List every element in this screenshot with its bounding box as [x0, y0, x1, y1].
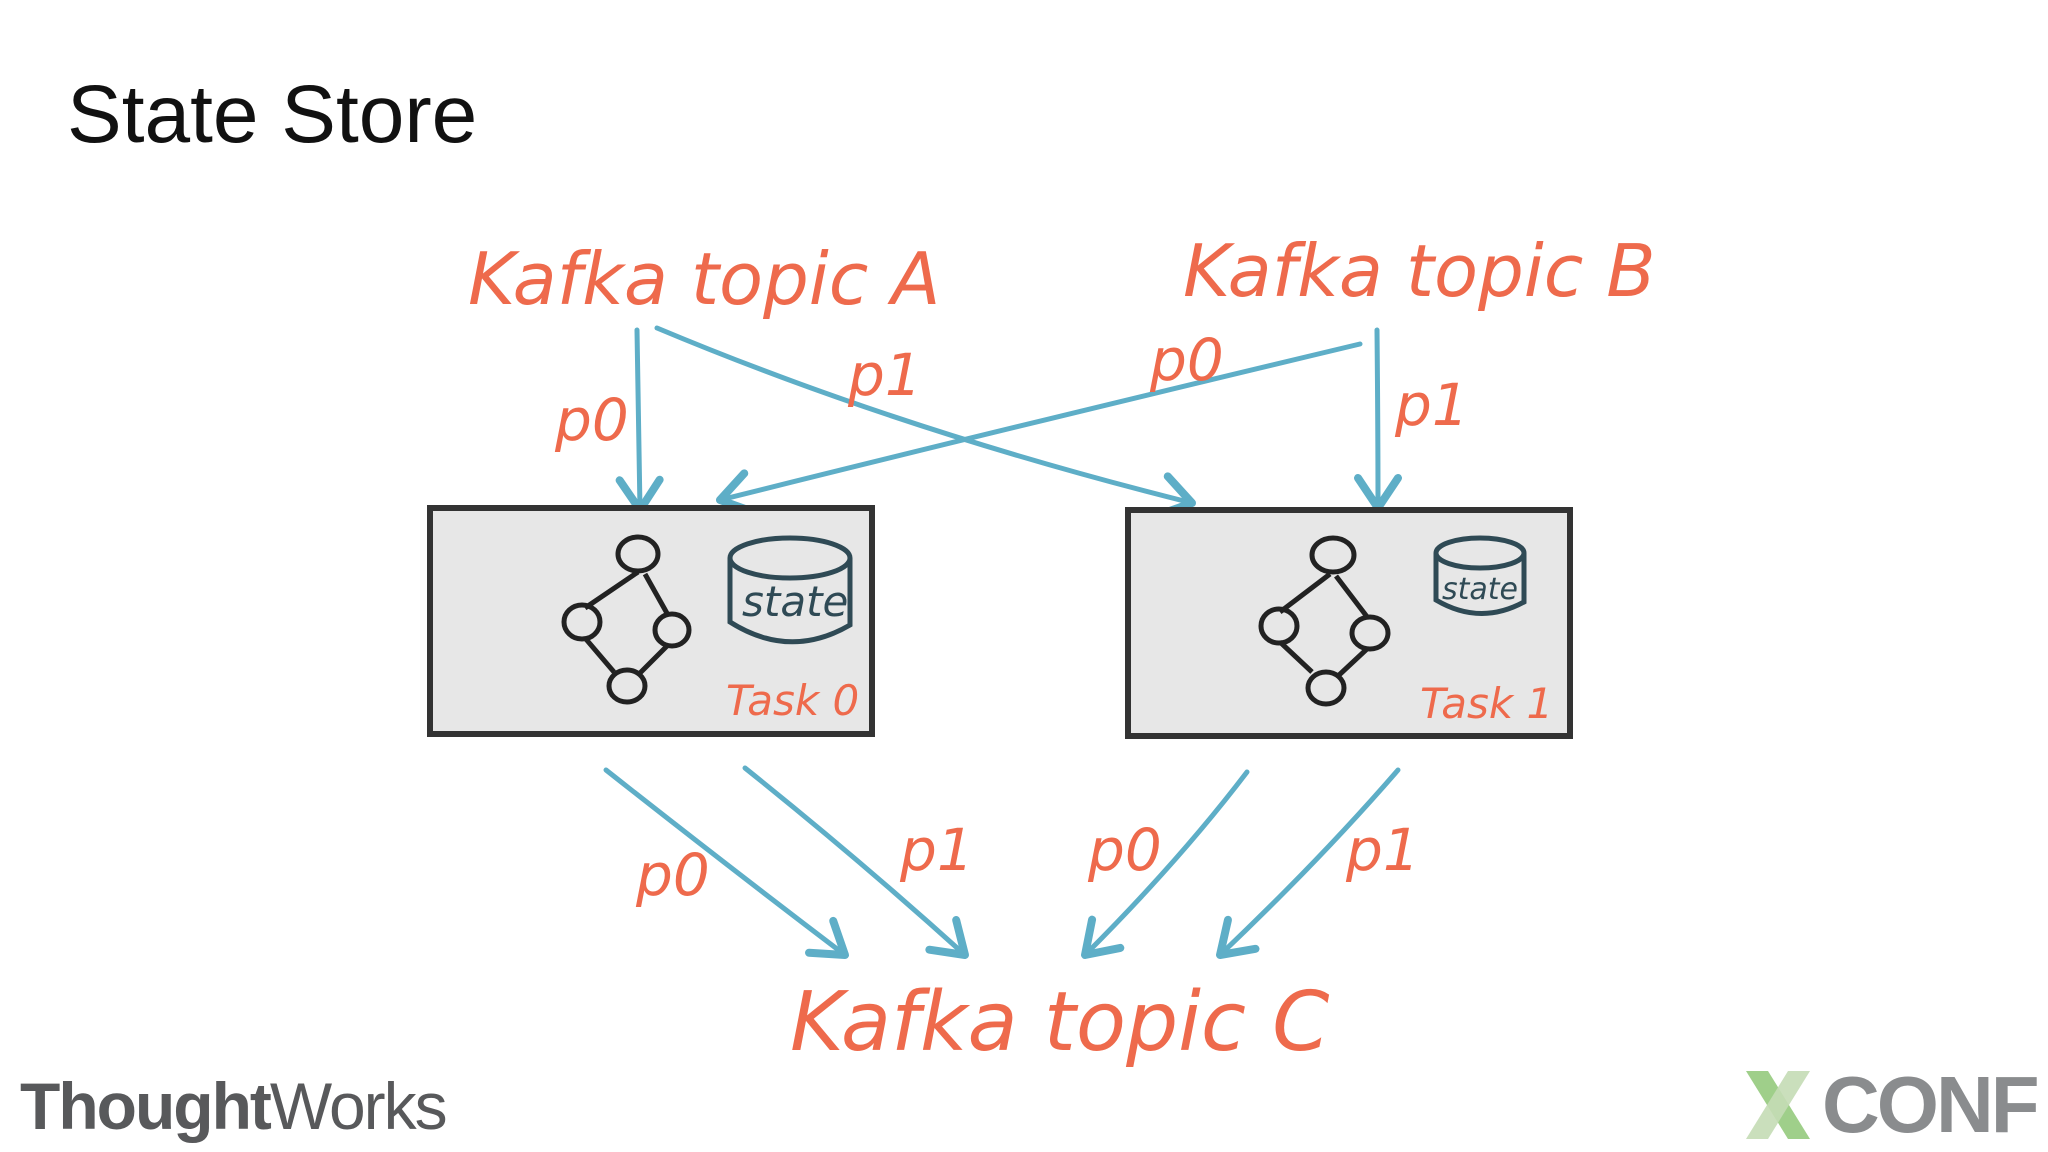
arrow-a-p0: [615, 327, 664, 514]
xconf-logo: CONF: [1738, 1060, 2040, 1149]
edge-label-t1-p1: p1: [1345, 816, 1420, 884]
logo-text-bold: Thought: [20, 1069, 272, 1143]
state-store-icon: [727, 535, 853, 645]
edge-label-b-p0: p0: [1149, 326, 1224, 394]
arrow-t1-p0: [1081, 769, 1250, 959]
state-store-label: state: [1442, 572, 1518, 607]
arrow-b-p0: [716, 341, 1363, 517]
edge-label-a-p0: p0: [554, 386, 629, 454]
task-box-1: state Task 1: [1125, 507, 1573, 739]
edge-label-b-p1: p1: [1394, 371, 1469, 439]
arrow-t1-p1: [1216, 767, 1401, 959]
topic-a-label: Kafka topic A: [468, 237, 941, 321]
edge-label-a-p1: p1: [847, 341, 922, 409]
edge-label-t0-p0: p0: [635, 841, 710, 909]
logo-text-light: Works: [269, 1069, 448, 1143]
arrow-b-p1: [1353, 327, 1402, 512]
task-label: Task 0: [726, 676, 859, 725]
edge-label-t1-p0: p0: [1087, 816, 1162, 884]
topic-c-label: Kafka topic C: [790, 975, 1329, 1070]
logo-text: CONF: [1822, 1059, 2040, 1149]
topology-graph-icon: [561, 534, 692, 705]
topic-b-label: Kafka topic B: [1183, 229, 1656, 313]
topology-graph-icon: [1258, 535, 1391, 707]
slide-title: State Store: [67, 69, 478, 160]
edge-label-t0-p1: p1: [899, 816, 974, 884]
state-store-icon: [1433, 535, 1527, 616]
x-mark-icon: [1746, 1070, 1810, 1139]
arrow-t0-p1: [742, 765, 969, 959]
arrow-t0-p0: [603, 767, 849, 959]
task-label: Task 1: [1420, 679, 1553, 728]
task-box-0: state Task 0: [427, 505, 875, 737]
arrow-a-p1: [654, 325, 1196, 520]
state-store-label: state: [742, 577, 848, 626]
thoughtworks-logo: ThoughtWorks: [20, 1068, 448, 1144]
